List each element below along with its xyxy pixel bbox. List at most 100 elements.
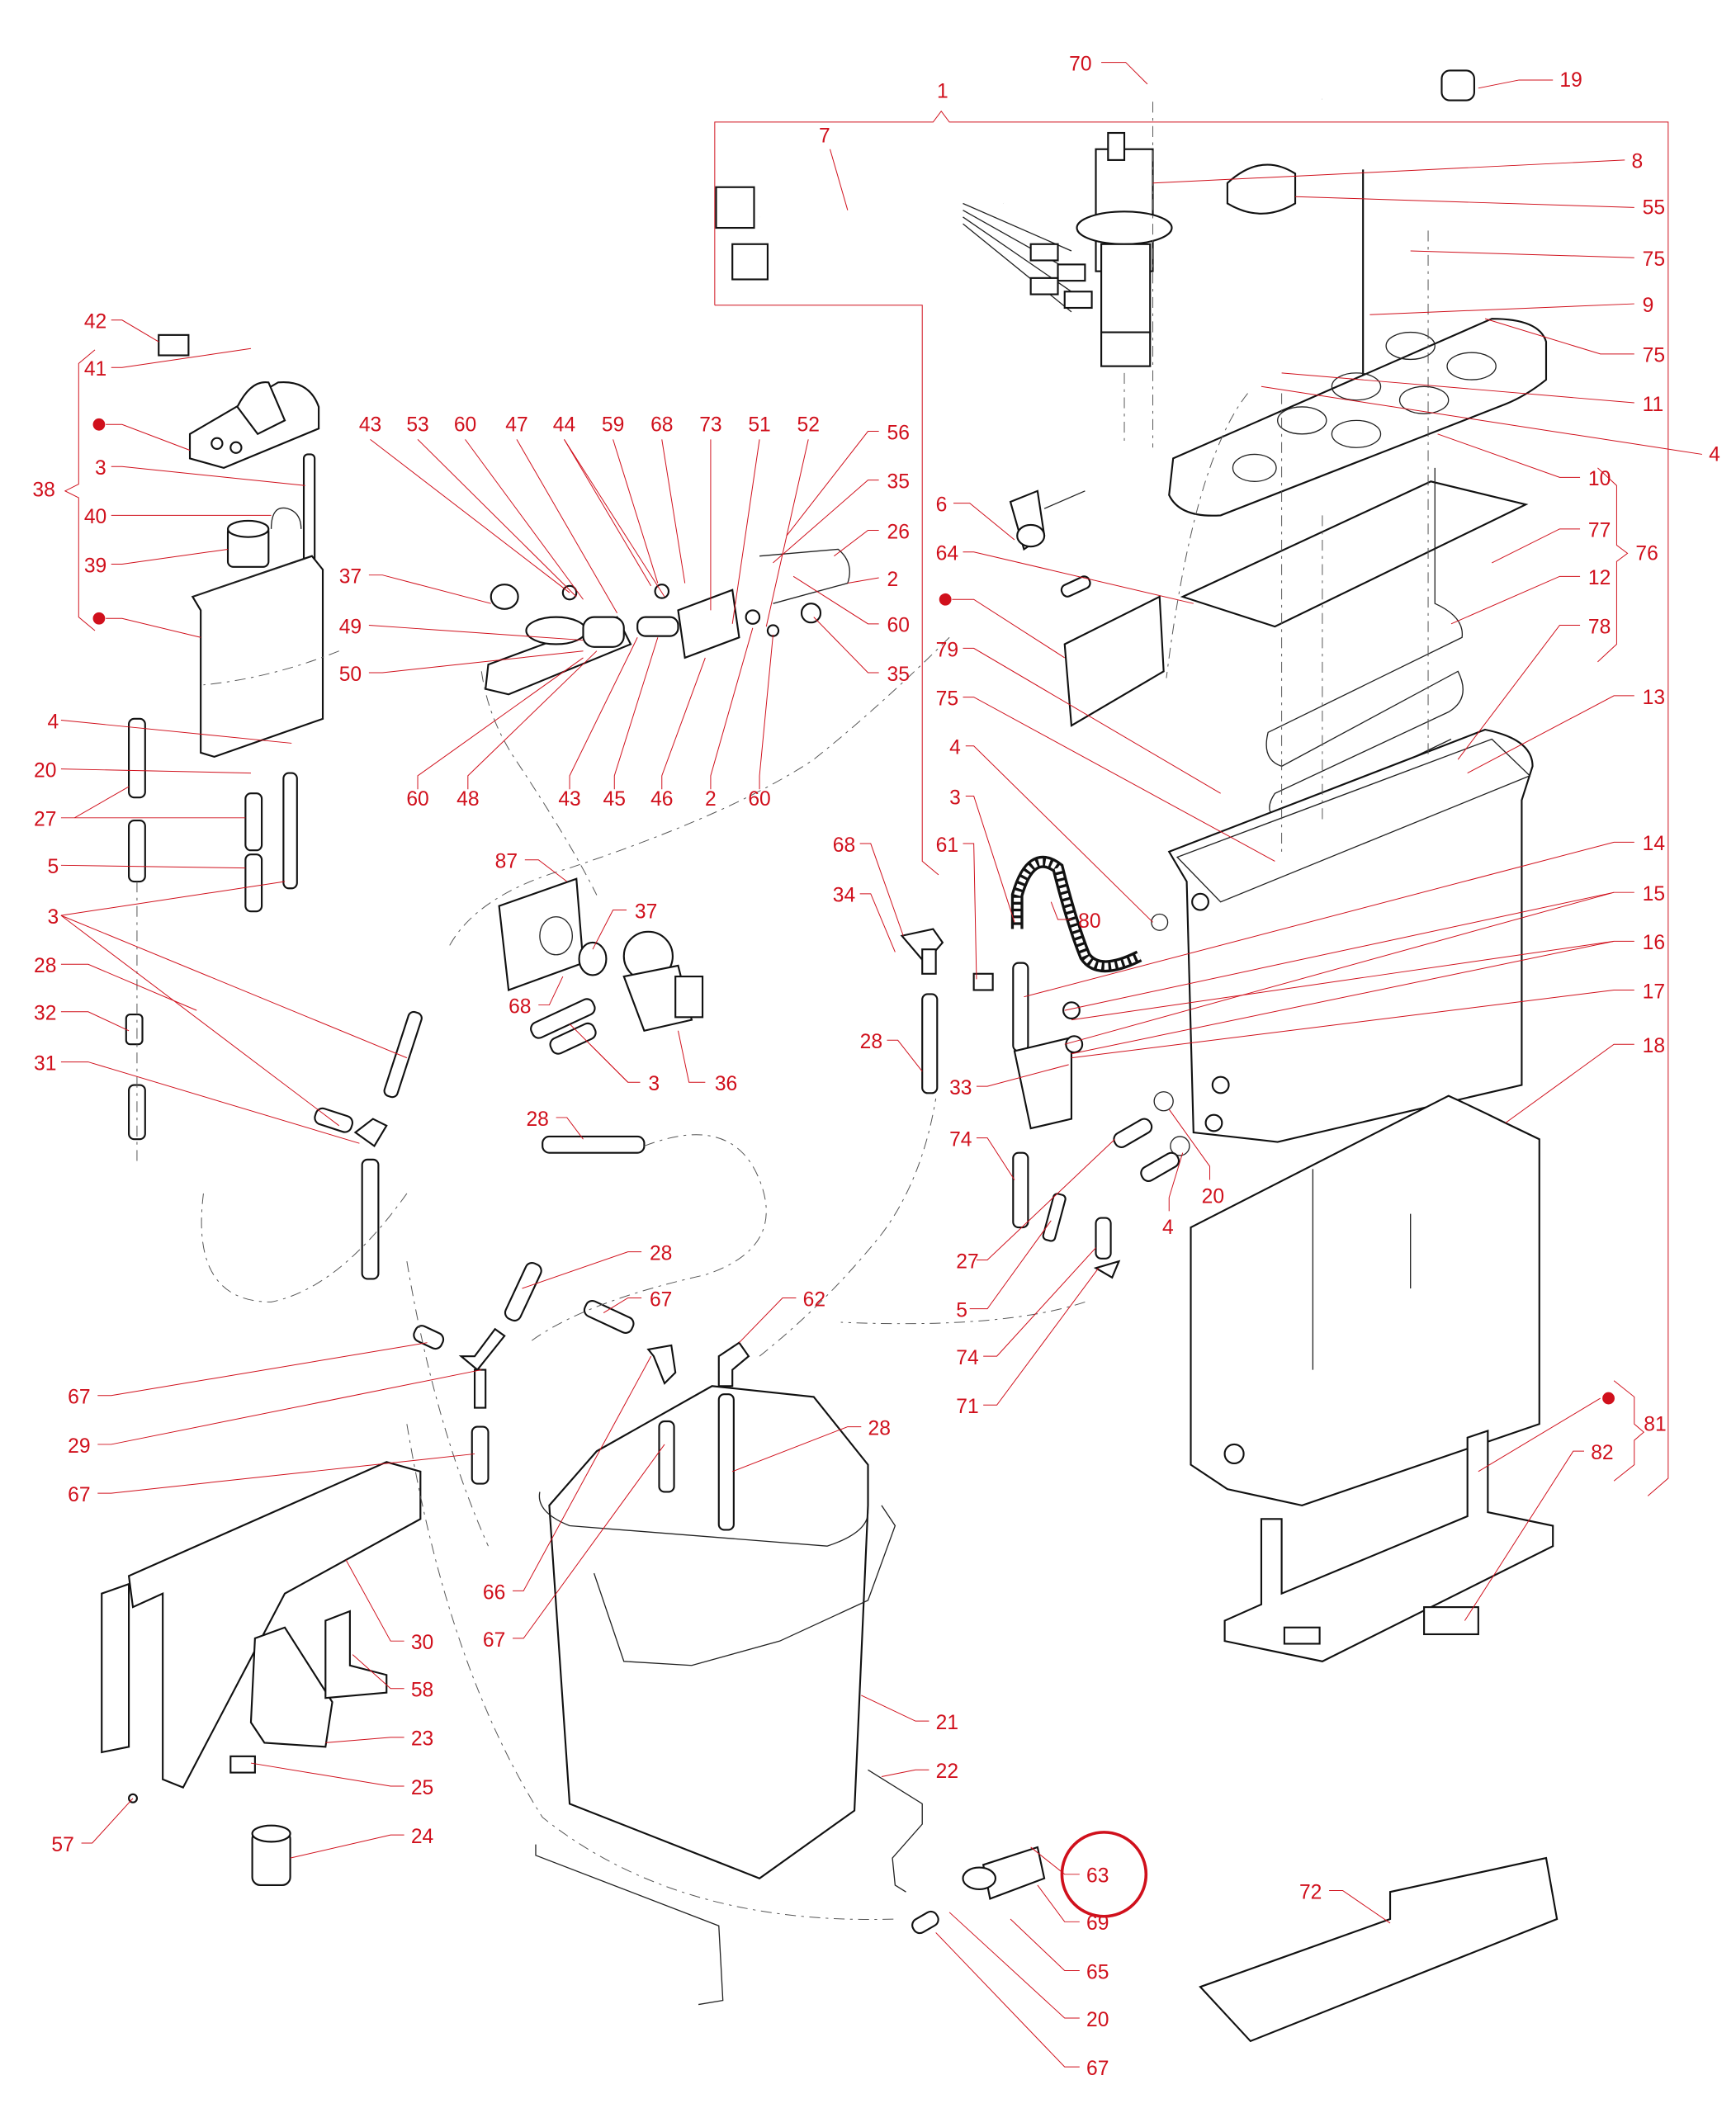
callout-51: 51 xyxy=(731,414,771,624)
assembly-bracket-38 xyxy=(64,349,96,631)
leader-line xyxy=(513,1444,665,1639)
float-cap-55 xyxy=(1226,163,1297,215)
callout-dot-d xyxy=(92,612,201,638)
callout-number: 28 xyxy=(526,1108,548,1131)
callout-number: 10 xyxy=(1588,468,1611,490)
callout-number: 13 xyxy=(1643,687,1665,709)
callout-number: 48 xyxy=(456,788,479,811)
callout-number: 27 xyxy=(34,809,56,831)
callout-number: 78 xyxy=(1588,616,1611,638)
callout-73: 73 xyxy=(699,414,722,611)
leader-line xyxy=(830,149,849,210)
callout-18: 18 xyxy=(1505,1035,1665,1123)
callout-13: 13 xyxy=(1467,687,1665,774)
callout-number: 82 xyxy=(1591,1442,1613,1464)
leader-line xyxy=(969,1220,1052,1310)
leader-line xyxy=(106,617,201,638)
callout-15: 15 xyxy=(1064,883,1665,1045)
float-holder-23 xyxy=(249,1626,333,1748)
callout-number: 14 xyxy=(1643,833,1665,855)
tube-28-vertical xyxy=(921,993,939,1094)
callout-number: 32 xyxy=(34,1003,56,1025)
callout-79: 79 xyxy=(936,639,1221,794)
leader-line xyxy=(97,1342,428,1397)
callout-28c: 28 xyxy=(526,1108,584,1140)
callout-37: 37 xyxy=(339,566,491,604)
callout-number: 55 xyxy=(1643,197,1665,220)
float-39 xyxy=(226,519,270,568)
leader-line xyxy=(613,637,659,790)
leader-line xyxy=(965,745,1153,923)
leader-line xyxy=(948,1912,1080,2019)
callout-20: 20 xyxy=(1168,1108,1224,1208)
callout-28b: 28 xyxy=(34,955,197,1011)
leader-line xyxy=(1037,1884,1080,1922)
callout-7: 7 xyxy=(819,125,849,210)
leader-line xyxy=(1261,385,1703,455)
leader-line xyxy=(1050,901,1071,920)
sensor-6 xyxy=(1009,489,1086,551)
callout-68: 68 xyxy=(833,834,904,936)
callout-number: 38 xyxy=(32,479,54,501)
bracket-87 xyxy=(498,877,584,991)
callout-number: 44 xyxy=(553,414,575,437)
callout-14: 14 xyxy=(1024,833,1665,998)
callout-17: 17 xyxy=(1071,981,1665,1059)
callout-dot-c xyxy=(92,418,191,451)
callout-28e: 28 xyxy=(732,1417,891,1472)
leader-line xyxy=(60,915,408,1059)
callout-21: 21 xyxy=(861,1695,958,1734)
leader-line xyxy=(1437,433,1581,478)
leader-line xyxy=(1484,318,1634,355)
callout-number: 67 xyxy=(483,1629,505,1652)
callout-number: 9 xyxy=(1643,295,1654,317)
callout-68c: 68 xyxy=(509,976,564,1018)
callout-number: 77 xyxy=(1588,520,1611,542)
tube-28-horizontal xyxy=(542,1135,646,1154)
callout-number: 43 xyxy=(359,414,381,437)
leader-line xyxy=(887,1039,923,1072)
callout-number: 59 xyxy=(602,414,624,437)
inlet-valve-36 xyxy=(622,930,704,1033)
callouts: 1770198557597511410767712781314151617186… xyxy=(32,53,1719,2080)
leader-line xyxy=(881,1769,929,1777)
callout-number: 52 xyxy=(797,414,820,437)
callout-number: 67 xyxy=(68,1484,90,1506)
fittings xyxy=(561,584,822,637)
leader-line xyxy=(1168,1108,1211,1180)
leader-line xyxy=(1152,159,1625,184)
callout-36: 36 xyxy=(678,1030,737,1095)
callout-number: 75 xyxy=(1643,248,1665,271)
leader-line xyxy=(1101,62,1148,85)
callout-number: 8 xyxy=(1631,151,1643,173)
leader-line xyxy=(1467,695,1634,774)
callout-67e: 67 xyxy=(935,1932,1109,2080)
leader-line xyxy=(952,598,1065,659)
callout-number: 15 xyxy=(1643,883,1665,905)
elbows-66-62 xyxy=(583,1299,750,1387)
callout-75: 75 xyxy=(1410,248,1665,271)
insulation-box-18 xyxy=(1190,1094,1540,1506)
callout-82: 82 xyxy=(1464,1442,1614,1621)
callout-number: 24 xyxy=(411,1826,433,1848)
callout-35b: 35 xyxy=(813,617,910,686)
leader-line xyxy=(813,617,879,674)
leader-line xyxy=(250,1762,404,1787)
callout-number: 26 xyxy=(887,521,910,543)
tube-64 xyxy=(1060,575,1091,598)
leader-line xyxy=(290,1834,404,1859)
callout-number: 46 xyxy=(650,788,673,811)
leader-line xyxy=(111,548,229,565)
callout-4d: 4 xyxy=(48,711,292,744)
callout-28: 28 xyxy=(860,1031,923,1072)
callout-number: 20 xyxy=(34,760,56,782)
callout-28d: 28 xyxy=(522,1242,672,1289)
leader-line xyxy=(352,1654,404,1690)
leader-line xyxy=(417,439,577,598)
leader-line xyxy=(786,431,879,537)
callout-number: 67 xyxy=(650,1288,672,1311)
knob-19 xyxy=(1440,69,1475,102)
leader-line xyxy=(953,503,1015,541)
leader-line xyxy=(60,786,130,819)
